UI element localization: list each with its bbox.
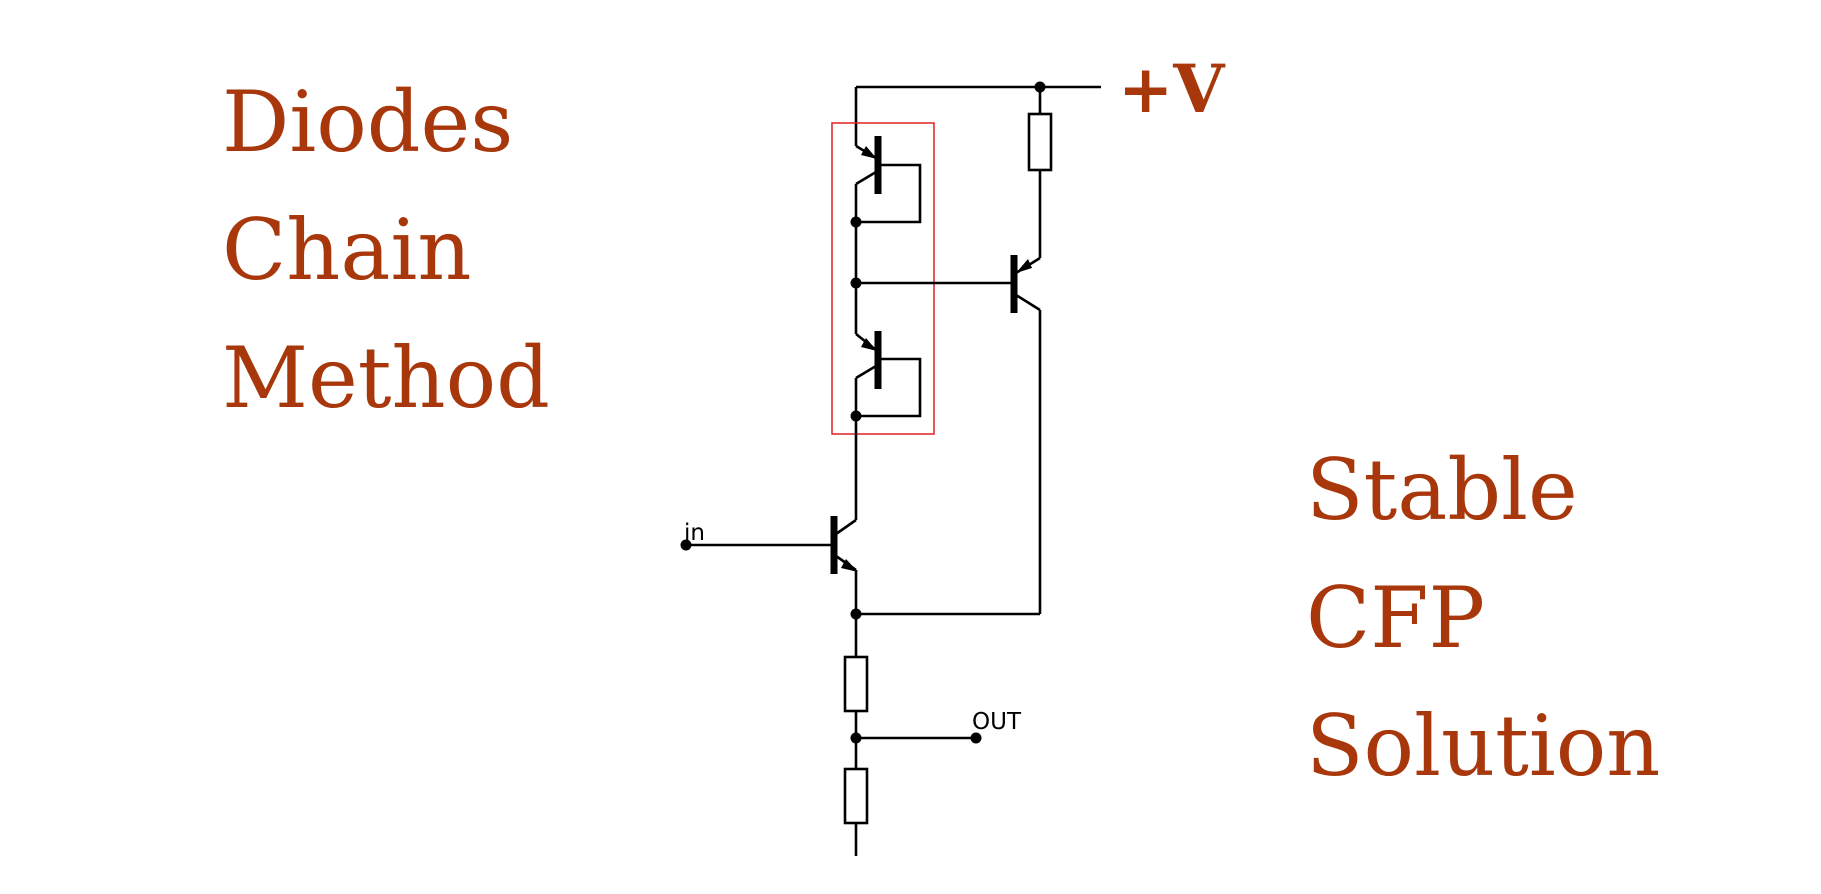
emitter-node	[850, 608, 1040, 620]
diode-chain-highlight-box	[831, 122, 935, 435]
pnp-transistor	[1010, 255, 1042, 614]
supply-label: +V	[1118, 50, 1226, 128]
middle-node	[850, 222, 1012, 334]
right-caption-line-1: Stable	[1306, 441, 1578, 539]
left-caption-line-1: Diodes	[222, 73, 514, 171]
right-caption-line-2: CFP	[1306, 569, 1486, 667]
output-label: OUT	[972, 709, 1022, 735]
supply-rail	[854, 81, 1101, 146]
right-caption-line-3: Solution	[1306, 697, 1661, 795]
input-label: in	[684, 520, 705, 546]
diode-transistor-1	[850, 136, 922, 228]
input-wire	[680, 539, 832, 551]
right-caption: Stable CFP Solution	[1306, 426, 1660, 810]
output-divider	[843, 614, 982, 856]
bias-resistor	[1027, 87, 1053, 258]
left-caption-line-3: Method	[222, 329, 550, 427]
diode-transistor-2	[850, 331, 922, 422]
left-caption: Diodes Chain Method	[222, 58, 550, 442]
input-transistor	[830, 516, 858, 614]
left-caption-line-2: Chain	[222, 201, 472, 299]
